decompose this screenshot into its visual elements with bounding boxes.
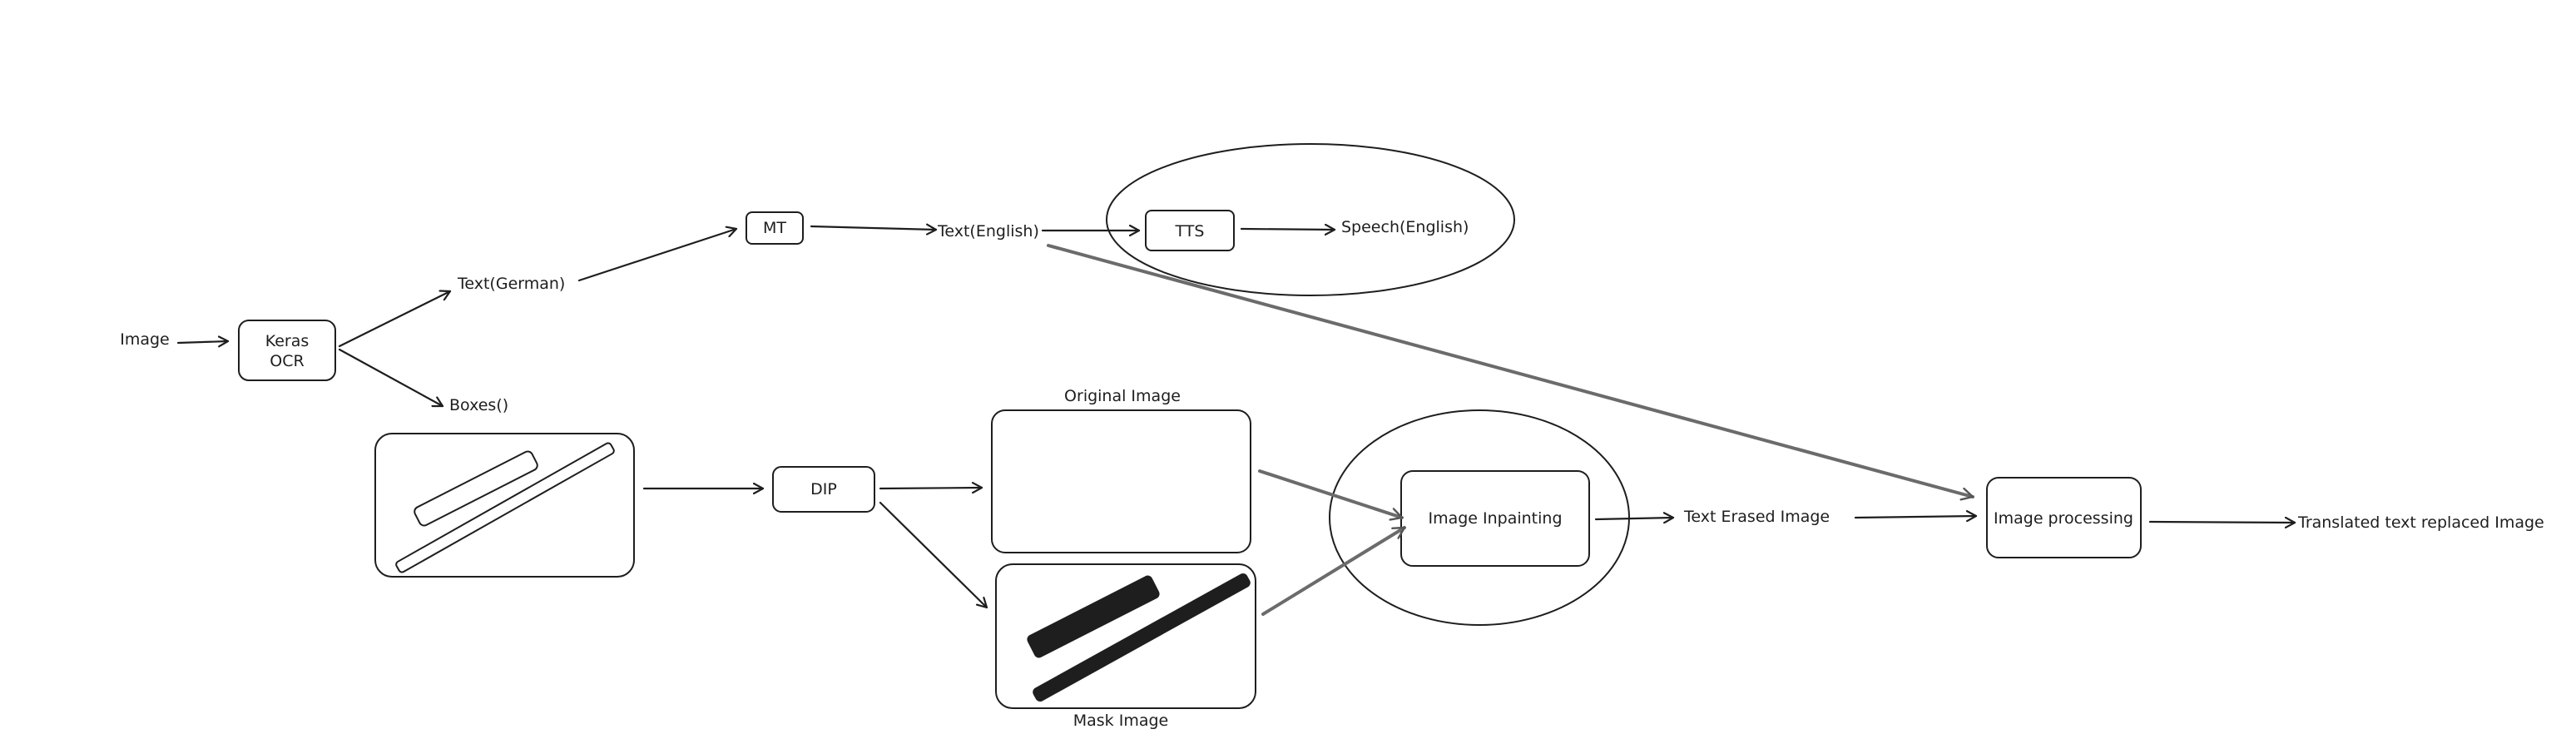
speech-english-label: Speech(English) [1341,218,1469,236]
arrow-dip-to-mask [879,501,988,609]
arrow-original-to-inpainting [1258,469,1404,518]
mask-image-node [995,563,1256,709]
arrow-text-german-to-mt [577,229,738,282]
keras-ocr-node: Keras OCR [238,320,336,381]
arrow-dip-to-original [879,488,983,489]
arrow-text-erased-to-image-processing [1854,516,1978,518]
tts-node: TTS [1145,210,1235,251]
ocr-label-line2: OCR [270,352,304,370]
mask-bar-long [1033,573,1251,702]
image-inpainting-node: Image Inpainting [1400,470,1590,567]
arrow-ocr-to-boxes [338,348,444,408]
text-erased-image-label: Text Erased Image [1683,508,1830,526]
mt-node: MT [746,211,804,245]
dip-label: DIP [810,480,837,498]
tts-label: TTS [1175,222,1205,241]
translated-output-label: Translated text replaced Image [2297,513,2544,532]
image-processing-node: Image processing [1986,477,2142,558]
image-label: Image [120,330,170,349]
ocr-label-line1: Keras [265,332,310,350]
arrow-text-english-to-image-processing [1047,244,1974,497]
boxes-label: Boxes() [449,396,508,414]
mt-label: MT [763,219,786,237]
arrow-ocr-to-text-german [338,291,452,348]
original-image-label: Original Image [1064,387,1181,405]
arrow-mask-to-inpainting [1261,526,1406,616]
text-english-label: Text(English) [937,222,1039,241]
mask-image-label: Mask Image [1073,712,1168,730]
inpainting-group-ellipse [1329,409,1630,626]
image-inpainting-label: Image Inpainting [1428,509,1562,528]
arrow-image-processing-to-output [2148,522,2296,523]
boxes-image-node [374,433,635,578]
arrow-inpainting-to-text-erased [1594,518,1675,519]
arrow-mt-to-text-english [810,226,938,230]
arrow-image-to-ocr [176,341,230,343]
tts-group-ellipse [1106,143,1515,296]
text-german-label: Text(German) [457,275,565,293]
arrow-tts-to-speech [1240,229,1336,230]
image-processing-label: Image processing [1994,509,2133,528]
original-image-node [991,409,1251,553]
box-bar-long [395,442,615,573]
mask-bar-short [1027,575,1160,658]
dip-node: DIP [772,466,875,513]
box-bar-short [414,450,538,527]
